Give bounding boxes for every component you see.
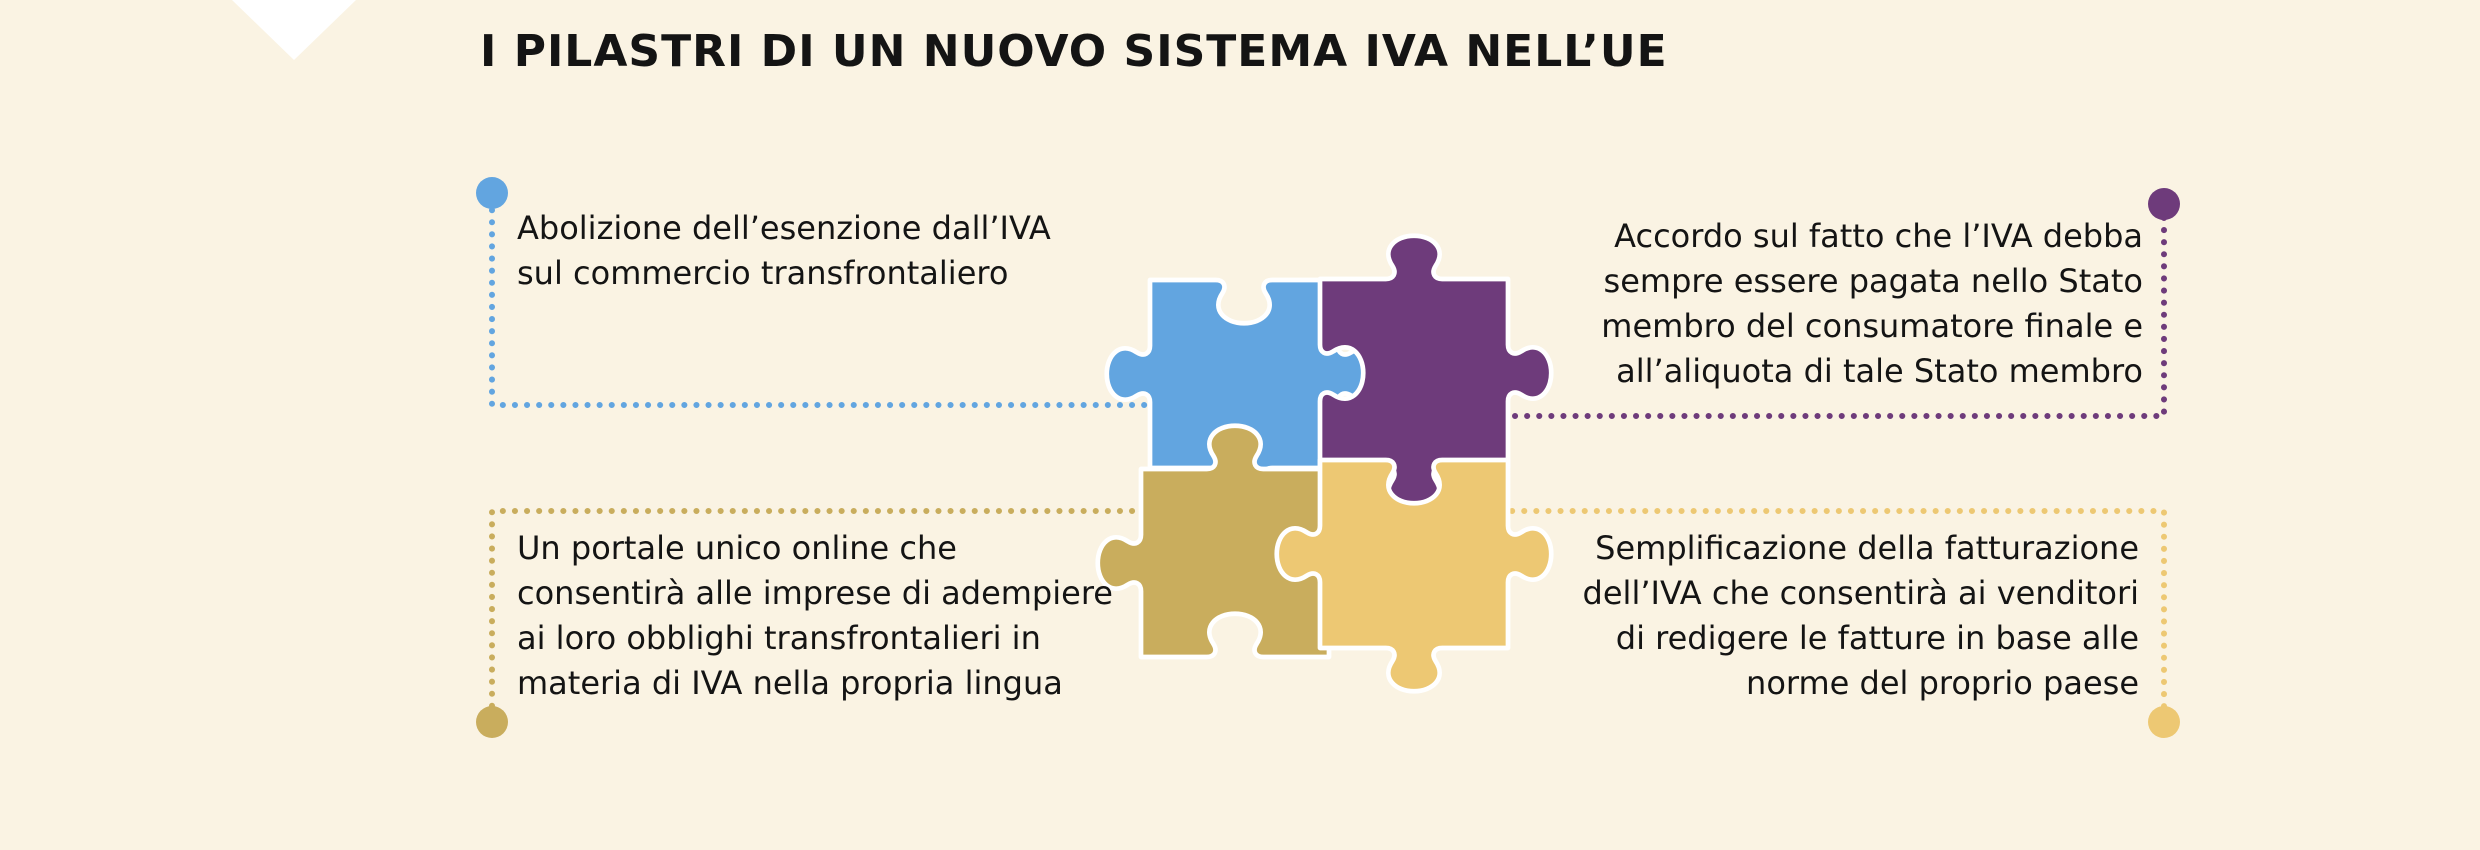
yellow-connector-line: [1497, 508, 2167, 721]
blue-dot: [476, 177, 508, 209]
top-notch-shape: [232, 0, 356, 60]
pillar-line: Un portale unico online che: [517, 529, 957, 567]
pillar-line: sempre essere pagata nello Stato: [1603, 262, 2143, 300]
pillar-line: ai loro obblighi transfrontalieri in: [517, 619, 1041, 657]
pillar-text-purple: Accordo sul fatto che l’IVA debba sempre…: [1601, 214, 2143, 394]
pillar-line: Accordo sul fatto che l’IVA debba: [1614, 217, 2143, 255]
blue-connector-line: [489, 195, 1153, 408]
purple-connector-line: [1512, 205, 2167, 419]
yellow-dot: [2148, 706, 2180, 738]
ochre-dot: [476, 706, 508, 738]
purple-dot: [2148, 188, 2180, 220]
pillar-text-yellow: Semplificazione della fatturazione dell’…: [1583, 526, 2139, 706]
pillar-line: di redigere le fatture in base alle: [1615, 619, 2139, 657]
pillar-line: dell’IVA che consentirà ai venditori: [1582, 574, 2139, 612]
pillar-line: consentirà alle imprese di adempiere: [517, 574, 1113, 612]
pillar-text-blue: Abolizione dell’esenzione dall’IVA sul c…: [517, 206, 1051, 296]
pillar-line: Semplificazione della fatturazione: [1595, 529, 2139, 567]
page-title: I PILASTRI DI UN NUOVO SISTEMA IVA NELL’…: [480, 26, 1668, 77]
pillar-line: Abolizione dell’esenzione dall’IVA: [517, 209, 1051, 247]
pillar-text-ochre: Un portale unico online che consentirà a…: [517, 526, 1113, 706]
pillar-line: materia di IVA nella propria lingua: [517, 664, 1063, 702]
ochre-connector-line: [489, 508, 1143, 721]
pillar-line: norme del proprio paese: [1746, 664, 2139, 702]
pillar-line: all’aliquota di tale Stato membro: [1616, 352, 2143, 390]
pillar-line: sul commercio transfrontaliero: [517, 254, 1009, 292]
pillar-line: membro del consumatore finale e: [1601, 307, 2143, 345]
